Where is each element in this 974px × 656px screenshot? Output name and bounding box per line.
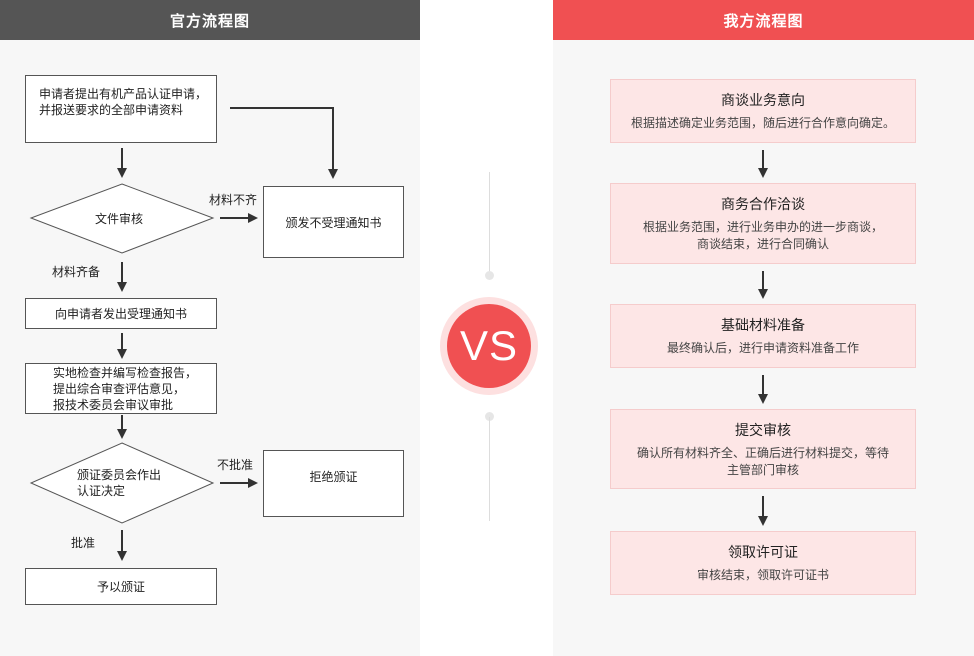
- committee-diamond-text: 颁证委员会作出 认证决定: [77, 468, 162, 498]
- divider-dot-top: [485, 271, 494, 280]
- not-approved-label: 不批准: [217, 458, 254, 472]
- review-diamond-text: 文件审核: [95, 212, 144, 226]
- reject-notice-box: 颁发不受理通知书: [263, 186, 404, 258]
- step-title: 商谈业务意向: [721, 93, 805, 109]
- step-desc: 根据业务范围，进行业务申办的进一步商谈， 商谈结束，进行合同确认: [642, 220, 883, 251]
- inspect-text: 实地检查并编写检查报告， 提出综合审查评估意见， 报技术委员会审议审批: [53, 366, 198, 412]
- divider-dot-bottom: [485, 412, 494, 421]
- committee-decision-diamond: [29, 442, 215, 524]
- step-title: 基础材料准备: [721, 318, 805, 334]
- step-desc: 确认所有材料齐全、正确后进行材料提交，等待 主管部门审核: [636, 446, 889, 477]
- reject-notice-text: 颁发不受理通知书: [285, 216, 382, 230]
- inspect-box: 实地检查并编写检查报告， 提出综合审查评估意见， 报技术委员会审议审批: [25, 363, 217, 414]
- official-flow-connectors: [29, 107, 338, 561]
- official-flow-panel: 官方流程图 申请者提出有机产品认证申请， 并报送要求的全部申请资料 颁发不受理通…: [0, 0, 420, 656]
- official-flow-header: 官方流程图: [0, 0, 420, 40]
- step-5: 领取许可证 审核结束，领取许可证书: [610, 531, 916, 595]
- step-3: 基础材料准备 最终确认后，进行申请资料准备工作: [610, 304, 916, 368]
- step-title: 商务合作洽谈: [721, 197, 805, 213]
- accept-notice-box: 向申请者发出受理通知书: [25, 298, 217, 329]
- refuse-text: 拒绝颁证: [309, 470, 358, 484]
- step-title: 领取许可证: [728, 545, 798, 561]
- step-4: 提交审核 确认所有材料齐全、正确后进行材料提交，等待 主管部门审核: [610, 409, 916, 489]
- vs-text: VS: [447, 304, 531, 388]
- incomplete-label: 材料不齐: [209, 193, 258, 207]
- step-title: 提交审核: [735, 423, 791, 439]
- grant-text: 予以颁证: [96, 580, 145, 594]
- step-2: 商务合作洽谈 根据业务范围，进行业务申办的进一步商谈， 商谈结束，进行合同确认: [610, 183, 916, 264]
- complete-label: 材料齐备: [52, 265, 101, 279]
- grant-box: 予以颁证: [25, 568, 217, 605]
- step-desc: 根据描述确定业务范围，随后进行合作意向确定。: [630, 116, 895, 130]
- our-flow-header: 我方流程图: [553, 0, 974, 40]
- approved-label: 批准: [71, 536, 96, 550]
- apply-text: 申请者提出有机产品认证申请， 并报送要求的全部申请资料: [39, 87, 208, 117]
- apply-box: 申请者提出有机产品认证申请， 并报送要求的全部申请资料: [25, 75, 217, 143]
- our-flow-arrows: [758, 150, 768, 526]
- step-desc: 审核结束，领取许可证书: [696, 568, 829, 582]
- step-1: 商谈业务意向 根据描述确定业务范围，随后进行合作意向确定。: [610, 79, 916, 143]
- our-flow-panel: 我方流程图 商谈业务意向 根据描述确定业务范围，随后进行合作意向确定。 商务合作…: [553, 0, 974, 656]
- divider-bottom: [489, 417, 490, 521]
- vs-badge: VS: [440, 297, 538, 395]
- review-decision-diamond: [29, 183, 215, 254]
- arrow-apply-to-reject: [230, 107, 338, 179]
- divider-top: [489, 172, 490, 276]
- refuse-box: 拒绝颁证: [263, 450, 404, 517]
- accept-notice-text: 向申请者发出受理通知书: [54, 307, 187, 321]
- step-desc: 最终确认后，进行申请资料准备工作: [666, 341, 859, 355]
